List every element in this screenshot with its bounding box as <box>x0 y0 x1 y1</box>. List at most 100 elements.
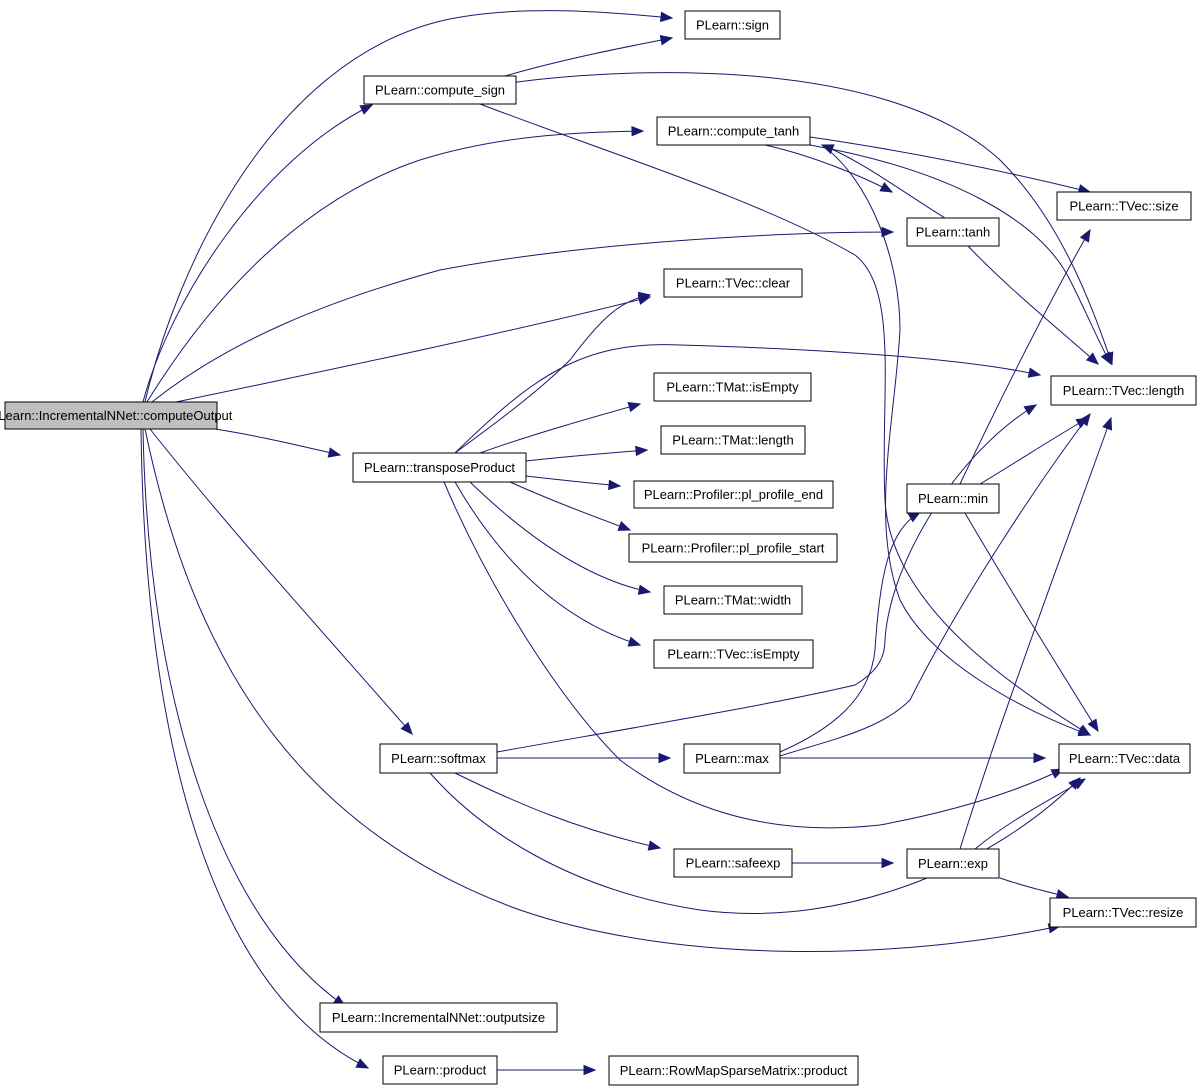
edge-exp-to-tvec_resize <box>999 877 1070 900</box>
node-label: PLearn::TMat::length <box>672 433 793 448</box>
edge-root-to-transpose_product <box>214 428 342 458</box>
edge-transpose_product-to-tvec_clear <box>454 291 652 454</box>
node-box <box>1058 743 1191 774</box>
edge-line <box>142 428 346 1007</box>
node-tvec-length[interactable]: PLearn::TVec::length <box>1050 375 1197 406</box>
node-box <box>4 401 218 430</box>
edge-tanh-to-tvec_length <box>967 245 1099 365</box>
edge-min-to-tvec_length <box>979 417 1090 485</box>
node-tvec-resize[interactable]: PLearn::TVec::resize <box>1049 897 1197 928</box>
node-pl-profile-start[interactable]: PLearn::Profiler::pl_profile_start <box>628 533 838 563</box>
edge-line <box>821 144 1091 736</box>
node-tmat-isempty[interactable]: PLearn::TMat::isEmpty <box>653 372 812 402</box>
node-safeexp[interactable]: PLearn::safeexp <box>673 848 793 878</box>
node-exp[interactable]: PLearn::exp <box>906 848 1000 879</box>
node-tvec-isempty[interactable]: PLearn::TVec::isEmpty <box>653 639 814 669</box>
edge-softmax-to-tvec_length <box>496 404 1038 753</box>
edge-exp-to-tvec_length <box>959 416 1113 850</box>
node-label: PLearn::transposeProduct <box>364 460 515 475</box>
edge-line <box>764 144 893 193</box>
node-box <box>1049 897 1197 928</box>
node-rowmap-product[interactable]: PLearn::RowMapSparseMatrix::product <box>608 1055 859 1086</box>
edge-arrowhead <box>1077 726 1092 737</box>
node-box <box>382 1055 498 1085</box>
node-box <box>906 483 1000 514</box>
edge-softmax-to-max <box>496 752 672 764</box>
node-transpose-product[interactable]: PLearn::transposeProduct <box>352 452 527 483</box>
edge-arrowhead <box>1033 752 1047 764</box>
edge-arrowhead <box>881 857 895 869</box>
edge-exp-to-tvec_data <box>974 778 1087 850</box>
node-tvec-data[interactable]: PLearn::TVec::data <box>1058 743 1191 774</box>
node-box <box>608 1055 859 1086</box>
edge-transpose_product-to-tmat_isempty <box>479 402 642 454</box>
edge-arrowhead <box>608 479 622 491</box>
node-product[interactable]: PLearn::product <box>382 1055 498 1085</box>
node-label: PLearn::IncrementalNNet::outputsize <box>332 1010 545 1025</box>
edge-line <box>479 403 641 454</box>
node-box <box>1050 375 1197 406</box>
edge-safeexp-to-exp <box>792 857 895 869</box>
edge-arrowhead <box>820 144 835 155</box>
node-compute-sign[interactable]: PLearn::compute_sign <box>363 75 517 105</box>
edge-line <box>509 481 631 531</box>
node-label: PLearn::Profiler::pl_profile_start <box>642 541 825 556</box>
node-tmat-length[interactable]: PLearn::TMat::length <box>660 425 806 455</box>
edge-transpose_product-to-tmat_width <box>469 481 652 595</box>
edge-compute_tanh-to-tvec_size <box>809 136 1092 195</box>
node-box <box>663 268 803 298</box>
edge-line <box>779 413 1091 757</box>
edge-arrowhead <box>659 35 674 46</box>
edge-line <box>809 136 1091 193</box>
node-sign[interactable]: PLearn::sign <box>684 10 781 40</box>
edge-arrowhead <box>583 1064 597 1076</box>
node-box <box>352 452 527 483</box>
edge-line <box>454 344 1041 454</box>
edge-arrowhead <box>359 104 374 115</box>
edge-line <box>175 296 651 403</box>
edge-line <box>525 475 621 487</box>
node-label: PLearn::TVec::isEmpty <box>667 647 800 662</box>
edge-arrowhead <box>327 447 342 458</box>
edge-line <box>146 130 644 403</box>
node-box <box>319 1002 558 1033</box>
edge-root-to-outputsize <box>142 428 347 1007</box>
node-box <box>628 533 838 563</box>
node-softmax[interactable]: PLearn::softmax <box>379 743 498 774</box>
node-label: PLearn::tanh <box>916 225 990 240</box>
edge-line <box>964 512 1099 732</box>
node-compute-tanh[interactable]: PLearn::compute_tanh <box>656 116 811 146</box>
edge-root-to-compute_sign <box>142 104 374 403</box>
edge-line <box>454 294 651 454</box>
node-tmat-width[interactable]: PLearn::TMat::width <box>663 585 803 615</box>
node-label: PLearn::sign <box>696 18 769 33</box>
edge-arrowhead <box>1055 889 1070 900</box>
edge-layer <box>140 10 1114 1076</box>
edge-arrowhead <box>658 752 672 764</box>
edge-arrowhead <box>1075 417 1090 429</box>
node-label: PLearn::compute_tanh <box>668 124 800 139</box>
edge-arrowhead <box>1023 404 1038 416</box>
edge-arrowhead <box>637 291 652 303</box>
node-max[interactable]: PLearn::max <box>683 743 781 774</box>
node-box <box>1056 191 1192 221</box>
node-box <box>906 217 1000 247</box>
node-label: PLearn::exp <box>918 856 988 871</box>
node-box <box>379 743 498 774</box>
edge-tanh-to-compute_tanh <box>820 144 946 219</box>
edge-line <box>214 428 341 456</box>
edge-line <box>809 144 1112 365</box>
node-tvec-clear[interactable]: PLearn::TVec::clear <box>663 268 803 298</box>
node-label: PLearn::TVec::resize <box>1063 905 1184 920</box>
node-tvec-size[interactable]: PLearn::TVec::size <box>1056 191 1192 221</box>
edge-arrowhead <box>1027 367 1042 378</box>
node-outputsize[interactable]: PLearn::IncrementalNNet::outputsize <box>319 1002 558 1033</box>
edge-line <box>144 10 673 403</box>
edge-line <box>959 229 1091 485</box>
node-pl-profile-end[interactable]: PLearn::Profiler::pl_profile_end <box>633 480 834 509</box>
node-min[interactable]: PLearn::min <box>906 483 1000 514</box>
node-tanh[interactable]: PLearn::tanh <box>906 217 1000 247</box>
edge-line <box>151 231 894 403</box>
edge-line <box>979 417 1089 485</box>
